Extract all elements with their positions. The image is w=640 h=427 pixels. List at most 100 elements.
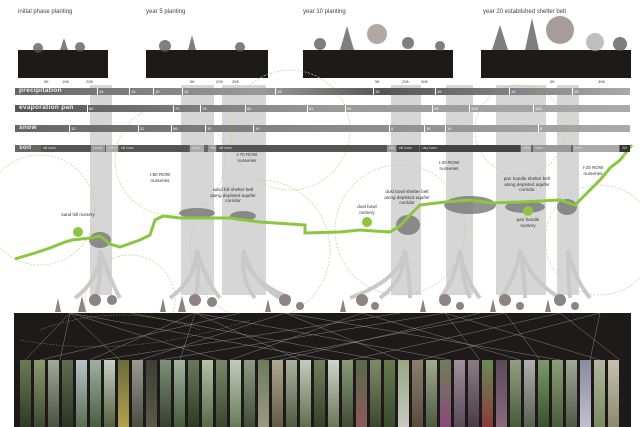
bar-label: snow [19,124,37,131]
tick: 5ft [44,79,49,84]
species-photo [146,360,157,427]
bar-value: 90 [345,105,352,112]
species-photo [20,360,31,427]
species-photo [496,360,507,427]
soil-segment: silt loam [217,145,387,152]
soil-segment: Silt loam [620,145,630,157]
bar-value: 16 [445,125,452,132]
dust-bowl-belt-label: dust bowl shelter belt along depleted aq… [384,189,430,205]
tick: 5ft [550,79,555,84]
species-photo [230,360,241,427]
panel-title: year 5 planting [146,9,186,15]
bar-value: 100 [533,105,542,112]
soil-segment: sand [521,145,531,152]
species-photo [244,360,255,427]
bar-value: 80 [245,105,252,112]
species-photo [608,360,619,427]
precipitation-bar: precipitation 16 16 16 15 15 16 16 15 15 [15,87,630,95]
panel-trees [33,16,627,53]
bar-value: 16 [373,88,380,95]
species-photo [272,360,283,427]
pan-handle-nursery-label: pan handle nursery [516,217,540,228]
tick: 20ft [86,79,93,84]
bar-value: 16 [424,125,431,132]
bar-value: 16 [253,125,260,132]
species-photo [398,360,409,427]
species-photo [258,360,269,427]
i20-label: I-20 ROW nurseries [582,165,604,176]
soil-segment: silt loam [119,145,189,152]
bar-value: 16 [129,88,136,95]
bar-value: 15 [182,88,189,95]
connection-lines [24,312,621,361]
bar-value: 56 [171,125,178,132]
species-photo [482,360,493,427]
species-photo [160,360,171,427]
species-photo [510,360,521,427]
soil-segment: silty [208,145,217,152]
pan-handle-nursery-marker [523,206,533,216]
tick: 30ft [421,79,428,84]
species-photo [62,360,73,427]
panel-title: initial phase planting [18,9,73,15]
tree-row [55,294,579,312]
species-photo [566,360,577,427]
species-photo [286,360,297,427]
tick: 5ft [375,79,380,84]
sand-hill-nursery-marker [73,227,83,237]
bar-label: precipitation [19,87,62,94]
species-photo [132,360,143,427]
species-photo [188,360,199,427]
species-photo [48,360,59,427]
species-photo [412,360,423,427]
bar-value: 32 [138,125,145,132]
soil-segment: clay loam [420,145,520,152]
bar-value: 32 [69,125,76,132]
species-photo [90,360,101,427]
sand-hill-belt-label: sand hill shelter belt along depleted aq… [210,187,256,203]
bar-value: 16 [153,88,160,95]
bar-value: 15 [572,88,579,95]
tick: 30ft [232,79,239,84]
soil-section [146,50,268,78]
pan-handle-belt-label: pan handle shelter belt along depleted a… [503,176,551,192]
evaporation-bar: evaporation pan 60 70 75 80 85 90 95 100… [15,104,630,112]
panel-title: year 10 planting [303,9,346,15]
species-photo [76,360,87,427]
species-photo [426,360,437,427]
i40-label: I-40 ROW nurseries [438,160,460,171]
bar-value: 32 [205,125,212,132]
species-photo [216,360,227,427]
species-photo [356,360,367,427]
tick: 20ft [402,79,409,84]
soil-segment: sandy [91,145,105,152]
species-photo [328,360,339,427]
soil-segment: loam [106,145,118,152]
bar-value: 15 [509,88,516,95]
species-photo [538,360,549,427]
bar-value: 70 [173,105,180,112]
soil-section [303,50,453,78]
bar-label: soil [19,144,32,151]
bar-value: 75 [200,105,207,112]
tick: 30ft [598,79,605,84]
species-photo [454,360,465,427]
bar-value: 15 [275,88,282,95]
soil-bar: soil silt loam sandy loam silt loam sand… [15,144,630,157]
species-photo [104,360,115,427]
species-photo [314,360,325,427]
bar-value: 95 [432,105,439,112]
panel-title: year 20 established shelter belt [483,9,567,15]
i80-label: I-80 ROW nurseries [149,172,171,183]
species-photo [524,360,535,427]
snow-bar: snow 32 32 56 32 16 8 16 16 8 [15,124,630,132]
soil-segment: loam [573,145,619,152]
bar-value: 60 [87,105,94,112]
bar-value: 8 [538,125,543,132]
species-photo [118,360,129,427]
species-photo [342,360,353,427]
species-photo [34,360,45,427]
soil-section [481,50,631,78]
i70-label: I-70 ROW nurseries [236,152,258,163]
bar-value: 16 [97,88,104,95]
